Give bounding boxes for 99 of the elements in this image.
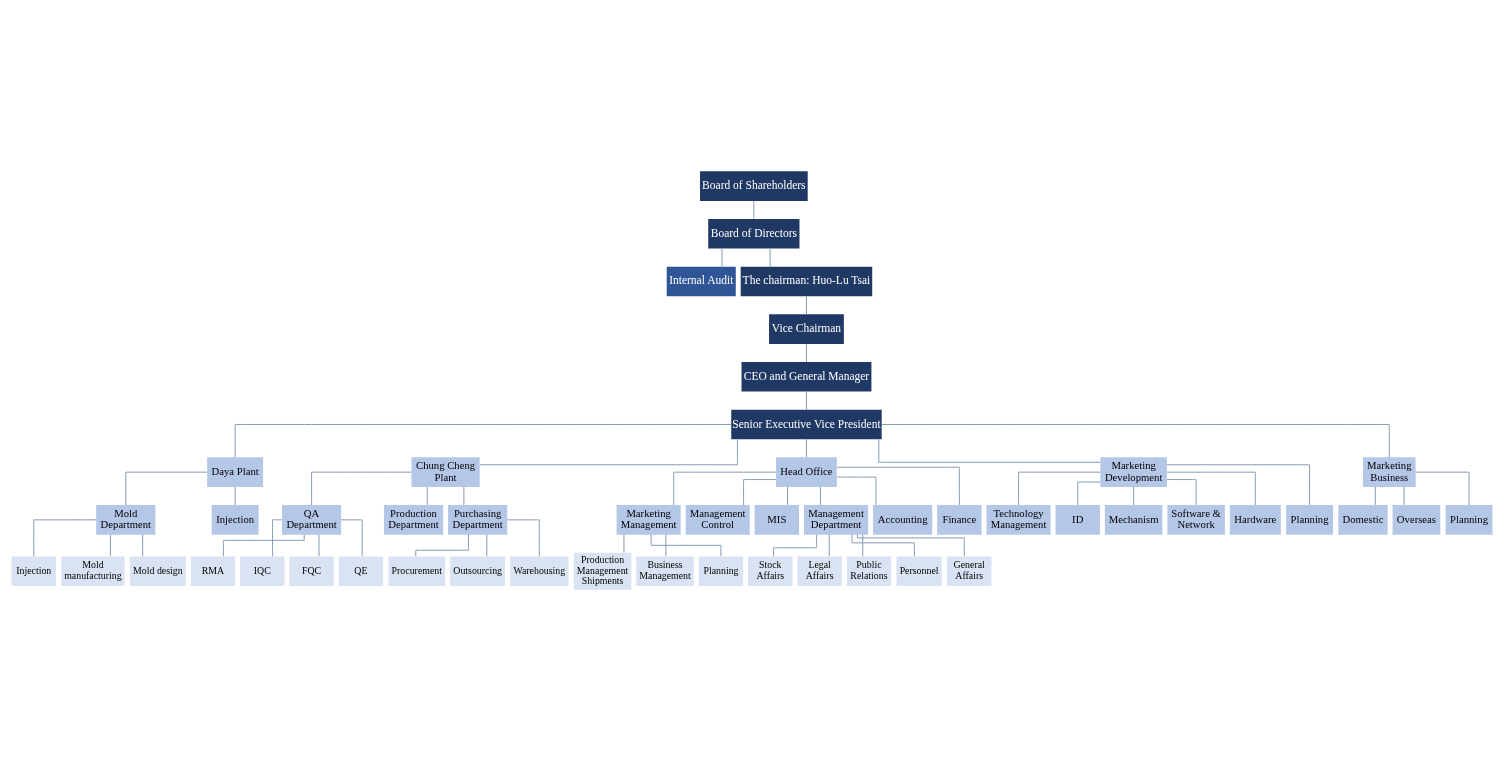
node-box: Vice Chairman: [769, 313, 844, 344]
connector: [311, 471, 412, 505]
connector: [33, 518, 97, 557]
connector: [1018, 471, 1101, 505]
connector: [1374, 486, 1376, 505]
node-box: Hardware: [1229, 504, 1281, 535]
node-box: MIS: [754, 504, 800, 535]
connector: [479, 438, 738, 465]
node-box: Head Office: [776, 456, 837, 487]
connector: [753, 199, 755, 219]
connector: [142, 533, 144, 557]
node-box: Senior Executive Vice President: [731, 409, 882, 439]
connector: [234, 486, 236, 505]
node-box: Accounting: [873, 504, 933, 535]
node-box: Mold manufacturing: [61, 555, 125, 586]
connector: [743, 478, 777, 505]
node-box: Business Management: [636, 555, 694, 586]
connector: [318, 533, 320, 557]
node-box: Marketing Development: [1100, 456, 1167, 487]
node-box: Mold Department: [96, 504, 156, 535]
node-box: Management Control: [685, 504, 750, 535]
node-box: Planning: [1445, 504, 1493, 535]
connector: [881, 423, 1390, 458]
connector: [623, 533, 625, 553]
connector: [109, 533, 111, 557]
connector: [1077, 481, 1101, 505]
connector: [1166, 463, 1311, 505]
connector: [773, 533, 818, 557]
connector: [1415, 471, 1470, 505]
node-box: FQC: [289, 555, 334, 586]
connector: [862, 533, 864, 557]
connector: [486, 533, 488, 557]
connector: [805, 342, 807, 362]
connector: [426, 486, 428, 505]
connector: [851, 533, 915, 557]
node-box: CEO and General Manager: [741, 361, 872, 392]
connector: [506, 518, 540, 557]
node-box: QA Department: [282, 504, 342, 535]
node-box: Injection: [211, 504, 259, 535]
connector: [787, 486, 789, 505]
connector: [1166, 471, 1256, 505]
node-box: Injection: [11, 555, 56, 586]
connector: [856, 533, 965, 557]
connector: [125, 471, 208, 505]
node-box: Overseas: [1392, 504, 1441, 535]
node-box: RMA: [190, 555, 236, 586]
node-box: Domestic: [1338, 504, 1388, 535]
node-box: QE: [338, 555, 384, 586]
node-box: IQC: [240, 555, 285, 586]
connector: [650, 533, 722, 557]
node-box: Procurement: [388, 555, 446, 586]
connector: [463, 486, 465, 505]
node-box: Software & Network: [1167, 504, 1225, 535]
node-box: Legal Affairs: [797, 555, 842, 586]
connector: [1133, 486, 1135, 505]
node-box: Production Management Shipments: [573, 552, 632, 590]
connector: [769, 247, 771, 267]
node-box: Daya Plant: [207, 456, 264, 487]
node-box: Internal Audit: [666, 266, 736, 296]
connector: [1166, 478, 1197, 505]
node-box: Personnel: [896, 555, 942, 586]
connector: [828, 533, 830, 557]
node-box: Chung Cheng Plant: [411, 456, 480, 487]
connector: [234, 423, 732, 458]
node-box: Outsourcing: [450, 555, 506, 586]
connector: [819, 486, 821, 505]
node-box: Marketing Management: [616, 504, 681, 535]
node-box: General Affairs: [947, 555, 992, 586]
node-box: Management Department: [804, 504, 869, 535]
node-box: Warehousing: [510, 555, 569, 586]
connector: [222, 533, 305, 557]
connector: [665, 533, 667, 557]
connector: [721, 247, 723, 267]
node-box: ID: [1055, 504, 1100, 535]
connector: [836, 476, 877, 505]
connector: [836, 466, 960, 505]
node-box: Finance: [937, 504, 982, 535]
node-box: Board of Shareholders: [700, 170, 808, 201]
node-box: Purchasing Department: [448, 504, 508, 535]
connector: [878, 438, 1101, 463]
connector: [340, 518, 363, 557]
node-box: Stock Affairs: [748, 555, 793, 586]
node-box: Marketing Business: [1363, 456, 1416, 487]
connector: [415, 533, 469, 557]
node-box: Public Relations: [846, 555, 892, 586]
node-box: The chairman: Huo-Lu Tsai: [740, 266, 873, 296]
node-box: Planning: [1286, 504, 1333, 535]
connector: [673, 471, 777, 505]
node-box: Board of Directors: [708, 218, 800, 249]
connector: [805, 438, 807, 458]
node-box: Mechanism: [1104, 504, 1163, 535]
node-box: Production Department: [383, 504, 444, 535]
connector: [805, 295, 807, 315]
node-box: Technology Management: [986, 504, 1051, 535]
node-box: Planning: [698, 555, 744, 586]
connector: [1403, 486, 1405, 505]
connector: [805, 390, 807, 410]
connector: [272, 518, 283, 557]
node-box: Mold design: [129, 555, 186, 586]
